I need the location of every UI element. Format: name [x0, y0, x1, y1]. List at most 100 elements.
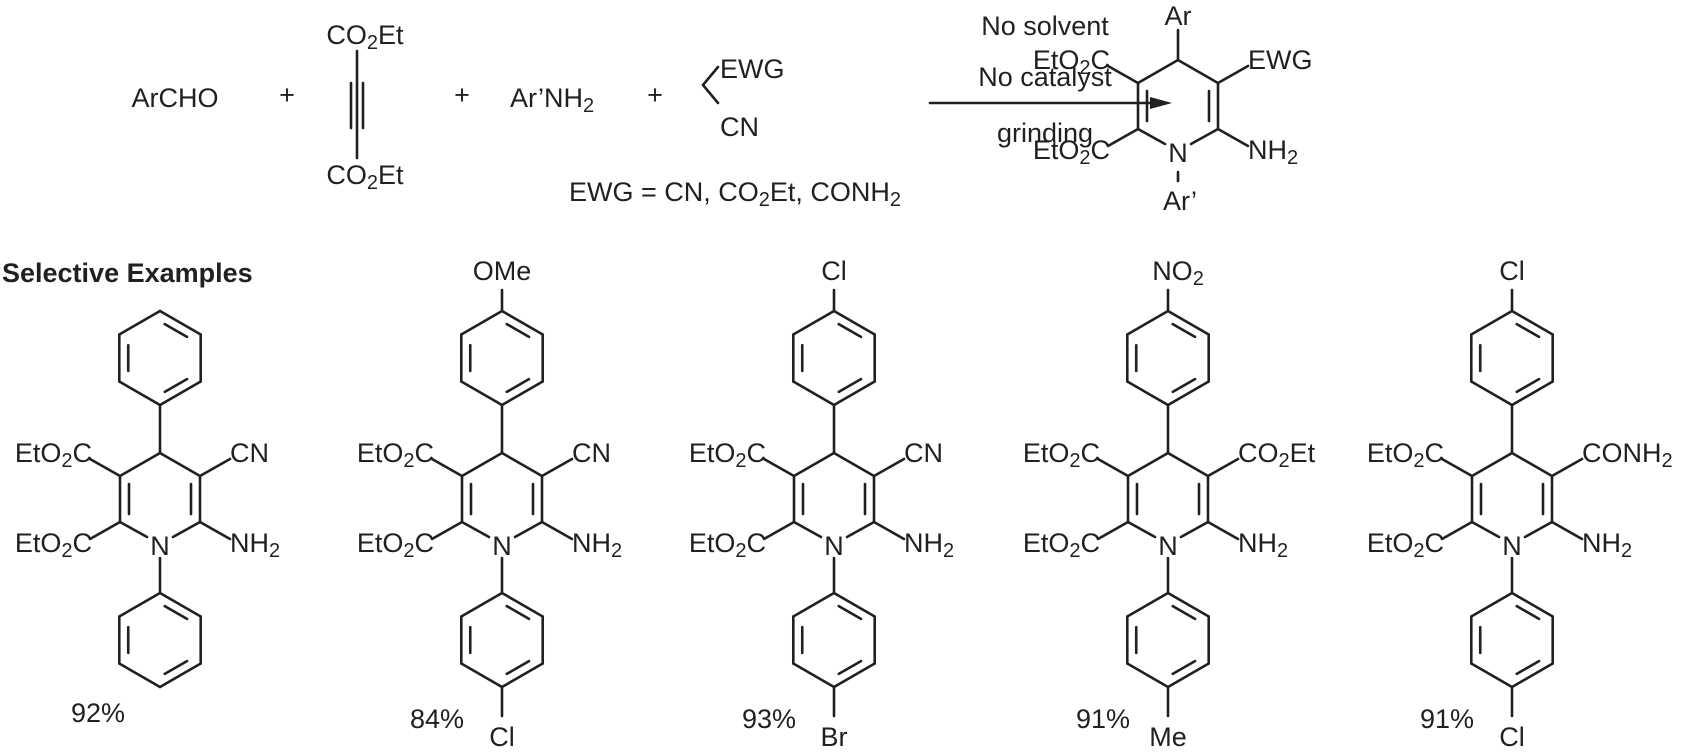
ester-group-c2: EtO2C: [15, 528, 92, 562]
ring-double-bond: [163, 377, 189, 394]
ring-double-bond: [163, 322, 189, 339]
bond-c3-sub: [430, 457, 464, 478]
bond-c2-n: [460, 520, 491, 539]
ewg-group: CN: [904, 438, 943, 468]
bond-c2-n: [118, 520, 149, 539]
amino-group: NH2: [1238, 528, 1288, 562]
top-aryl-substituent: NO2: [1152, 256, 1204, 290]
ewg-group: CO2Et: [1238, 438, 1316, 472]
bottom-aryl-ring: [459, 591, 545, 689]
ring-double-bond: [1515, 604, 1541, 621]
bottom-aryl-substituent: Cl: [1499, 722, 1525, 752]
bond-c2-sub: [1440, 520, 1474, 541]
plus-sign: +: [279, 80, 295, 110]
ring-bond: [1510, 309, 1555, 336]
bond-c4-c3: [118, 451, 162, 478]
ring-bond: [791, 380, 836, 407]
ring-bond: [1510, 380, 1555, 407]
plus-sign: +: [454, 80, 470, 110]
ring-bond: [117, 591, 162, 618]
ring-bond: [117, 662, 162, 689]
ester-group-c3: EtO2C: [1023, 438, 1100, 472]
bottom-aryl-substituent: Me: [1149, 722, 1187, 752]
ring-bond: [832, 662, 877, 689]
bottom-aryl-ring: [117, 591, 203, 689]
bond-c4-c5: [500, 451, 544, 478]
alkyne-bottom-ester: CO2Et: [326, 160, 404, 194]
bond-c6-sub: [198, 520, 232, 541]
ester-group-c2: EtO2C: [357, 528, 434, 562]
ring-double-bond: [505, 659, 531, 676]
ring-double-bond: [837, 322, 863, 339]
bond-c2-sub: [1096, 520, 1130, 541]
ring-bond: [158, 309, 203, 336]
yield-label: 91%: [1076, 704, 1130, 734]
ring-double-bond: [163, 659, 189, 676]
bond-c2-n: [1136, 127, 1167, 146]
ring-double-bond: [1515, 659, 1541, 676]
ester-group-c2: EtO2C: [1023, 528, 1100, 562]
bond-c6-sub: [540, 520, 574, 541]
bond-c5-sub: [872, 457, 906, 478]
ring-double-bond: [1515, 322, 1541, 339]
top-aryl-substituent: Cl: [821, 256, 847, 286]
ring-bond: [1510, 662, 1555, 689]
bond-c6-n: [513, 520, 544, 539]
ewg-group: CN: [572, 438, 611, 468]
ring-bond: [459, 662, 504, 689]
ring-double-bond: [1171, 322, 1197, 339]
bond-c4-c5: [158, 451, 202, 478]
bond-c5-sub: [1206, 457, 1240, 478]
condition-catalyst: No catalyst: [978, 62, 1112, 92]
ring-bond: [500, 380, 545, 407]
ring-nitrogen: N: [1168, 138, 1188, 168]
bond-c3-sub: [1096, 457, 1130, 478]
amino-group: NH2: [230, 528, 280, 562]
ester-group-c2: EtO2C: [1367, 528, 1444, 562]
ring-double-bond: [837, 604, 863, 621]
bond-c2-sub: [762, 520, 796, 541]
condition-solvent: No solvent: [981, 11, 1109, 41]
ring-bond: [791, 591, 836, 618]
ring-double-bond: [837, 659, 863, 676]
alkyne-top-ester: CO2Et: [326, 20, 404, 54]
top-aryl-ring: [117, 309, 203, 407]
ring-nitrogen: N: [1158, 531, 1178, 561]
bond-c6-n: [171, 520, 202, 539]
bottom-aryl-ring: [1125, 591, 1211, 689]
ring-bond: [117, 380, 162, 407]
bond-c4-c3: [460, 451, 504, 478]
ring-bond: [459, 591, 504, 618]
bond-c4-c3: [1136, 58, 1180, 85]
arrow-head: [1150, 97, 1172, 109]
amino-group: NH2: [1582, 528, 1632, 562]
ester-group-c2: EtO2C: [1033, 135, 1110, 169]
bond-c5-sub: [540, 457, 574, 478]
bond-c6-n: [1189, 127, 1220, 146]
ring-bond: [832, 309, 877, 336]
ring-bond: [832, 591, 877, 618]
ring-bond: [791, 309, 836, 336]
ring-bond: [1469, 380, 1514, 407]
bond-c4-c5: [1166, 451, 1210, 478]
bottom-aryl-ring: [791, 591, 877, 689]
bond-c6-n: [1523, 520, 1554, 539]
bond-c4-c5: [832, 451, 876, 478]
plus-sign: +: [647, 80, 663, 110]
bottom-aryl-substituent: Cl: [489, 722, 515, 752]
reactant-amine: Ar’NH2: [510, 83, 594, 117]
ring-bond: [459, 380, 504, 407]
bond-c6-sub: [1206, 520, 1240, 541]
ewg-group: CONH2: [1582, 438, 1673, 472]
ring-nitrogen: N: [150, 531, 170, 561]
ring-double-bond: [1171, 659, 1197, 676]
bond-c3-sub: [88, 457, 122, 478]
top-aryl-substituent: OMe: [473, 256, 532, 286]
ring-double-bond: [163, 604, 189, 621]
